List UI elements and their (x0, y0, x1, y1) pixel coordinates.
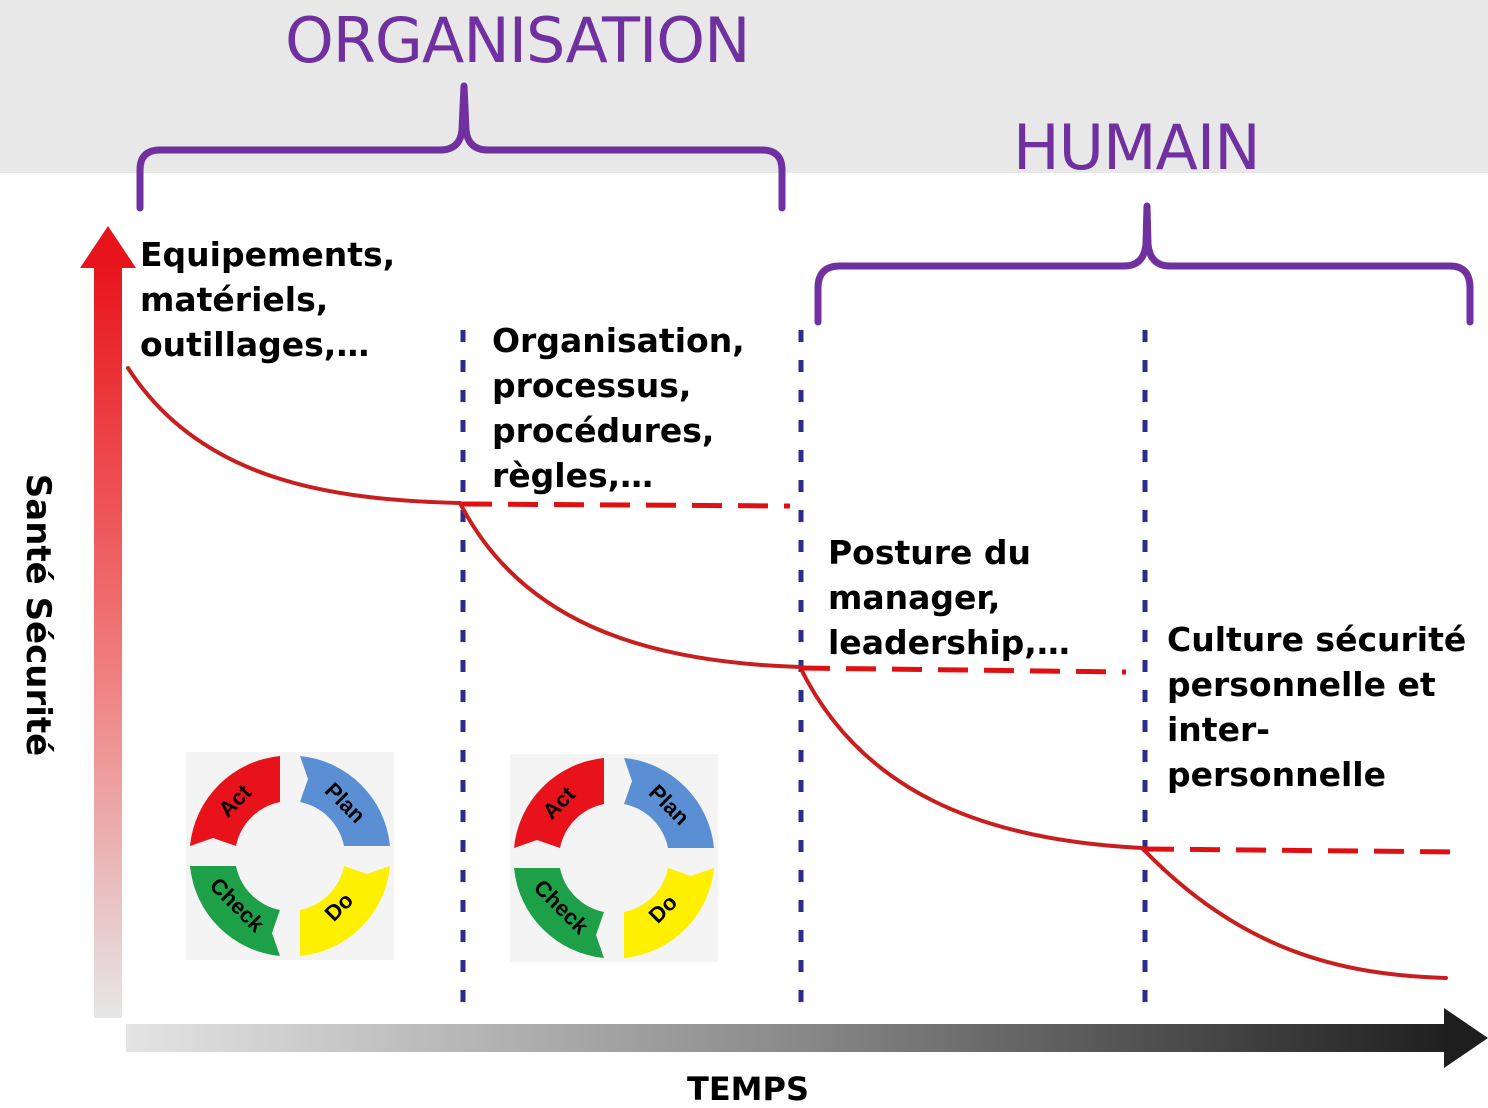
phase-text-line: Culture sécurité (1167, 620, 1467, 659)
phase-text-line: manager, (828, 578, 1001, 617)
y-axis-shaft (94, 262, 122, 1018)
humain-label: HUMAIN (1013, 111, 1261, 184)
pdca-act-segment (514, 758, 604, 848)
phase-text-line: Equipements, (140, 235, 396, 274)
header-band (0, 0, 1488, 173)
x-axis-arrowhead (1444, 1008, 1488, 1068)
pdca-check-segment (190, 866, 280, 956)
phase-text-line: personnelle et (1167, 665, 1436, 704)
phase-text-line: processus, (492, 366, 692, 405)
x-axis-label: TEMPS (686, 1070, 810, 1108)
safety-curve (126, 366, 1448, 980)
pdca-act-segment (190, 756, 280, 846)
pdca-do-segment (624, 868, 714, 958)
phase-manager-text: Posture du manager, leadership,… (828, 530, 1118, 665)
humain-brace (814, 202, 1474, 326)
pdca-do-segment (300, 866, 390, 956)
pdca-cycle-icon: Act Plan Do Check (186, 752, 394, 960)
phase-equipment-text: Equipements, matériels, outillages,… (140, 232, 440, 367)
phase-culture-text: Culture sécurité personnelle et inter- p… (1167, 617, 1477, 797)
phase-organisation-text: Organisation, processus, procédures, règ… (492, 318, 792, 498)
phase-text-line: matériels, (140, 280, 329, 319)
pdca-plan-segment (300, 756, 390, 846)
phase-text-line: règles,… (492, 456, 654, 495)
pdca-plan-segment (624, 758, 714, 848)
pdca-cycle-icon: Act Plan Do Check (510, 754, 718, 962)
x-axis-shaft (126, 1024, 1456, 1052)
organisation-brace (136, 82, 786, 212)
y-axis-arrowhead (80, 226, 136, 268)
pdca-check-segment (514, 868, 604, 958)
phase-text-line: leadership,… (828, 623, 1070, 662)
phase-text-line: outillages,… (140, 325, 370, 364)
phase-text-line: Organisation, (492, 321, 745, 360)
phase-text-line: inter- (1167, 710, 1270, 749)
phase-text-line: Posture du (828, 533, 1032, 572)
y-axis-label: Santé Sécurité (18, 473, 58, 757)
plateau-2 (799, 665, 1127, 675)
plateau-3 (1143, 846, 1467, 855)
plateau-1 (461, 501, 791, 509)
phase-text-line: personnelle (1167, 755, 1386, 794)
organisation-label: ORGANISATION (285, 4, 750, 77)
phase-text-line: procédures, (492, 411, 715, 450)
